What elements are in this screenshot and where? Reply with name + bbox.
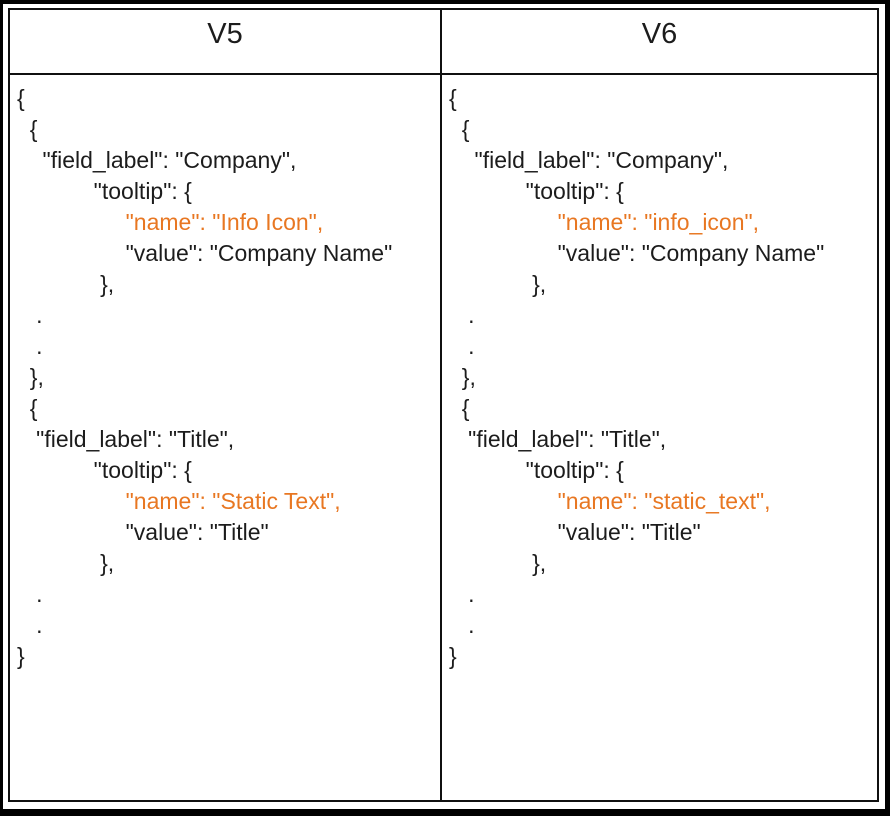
code-block-v5: { { "field_label": "Company", "tooltip":… [10,75,442,800]
code-line: }, [17,550,115,576]
code-line: "field_label": "Company", [449,147,729,173]
code-line: "field_label": "Title", [449,426,667,452]
column-header-v5-label: V5 [207,18,243,50]
code-line: . [449,333,475,359]
code-line: }, [17,271,115,297]
column-header-v6-label: V6 [641,18,678,50]
column-header-v6: V6 [442,10,877,73]
code-line: { [449,395,470,421]
code-block-v6: { { "field_label": "Company", "tooltip":… [442,75,877,800]
code-line: "tooltip": { [449,457,624,483]
code-line: "field_label": "Title", [17,426,235,452]
code-line: { [17,85,25,111]
code-line: }, [449,364,476,390]
code-line: } [449,643,457,669]
code-line: . [17,333,43,359]
code-line: { [17,395,38,421]
version-comparison-table: V5 V6 { { "field_label": "Company", "too… [8,8,879,802]
code-line: { [449,116,470,142]
code-line: "value": "Company Name" [449,240,825,266]
code-line: }, [449,271,547,297]
code-line: "value": "Title" [449,519,701,545]
code-line: . [449,302,475,328]
code-line-highlighted: "name": "info_icon", [449,209,760,235]
code-line-highlighted: "name": "Info Icon", [17,209,324,235]
code-line: . [17,612,43,638]
code-line: } [17,643,25,669]
code-line: { [449,85,457,111]
code-line: "tooltip": { [17,178,192,204]
code-line: . [449,612,475,638]
code-line: . [17,302,43,328]
document-sheet: V5 V6 { { "field_label": "Company", "too… [3,4,885,809]
code-line: { [17,116,38,142]
code-line: . [449,581,475,607]
code-line-highlighted: "name": "Static Text", [17,488,341,514]
code-line: }, [17,364,44,390]
code-line: "value": "Title" [17,519,269,545]
code-line: "value": "Company Name" [17,240,393,266]
code-line-highlighted: "name": "static_text", [449,488,771,514]
code-line: }, [449,550,547,576]
table-header-row: V5 V6 [10,10,877,75]
code-line: "tooltip": { [17,457,192,483]
code-line: "tooltip": { [449,178,624,204]
code-line: . [17,581,43,607]
column-header-v5: V5 [10,10,442,73]
table-body-row: { { "field_label": "Company", "tooltip":… [10,75,877,800]
code-line: "field_label": "Company", [17,147,297,173]
